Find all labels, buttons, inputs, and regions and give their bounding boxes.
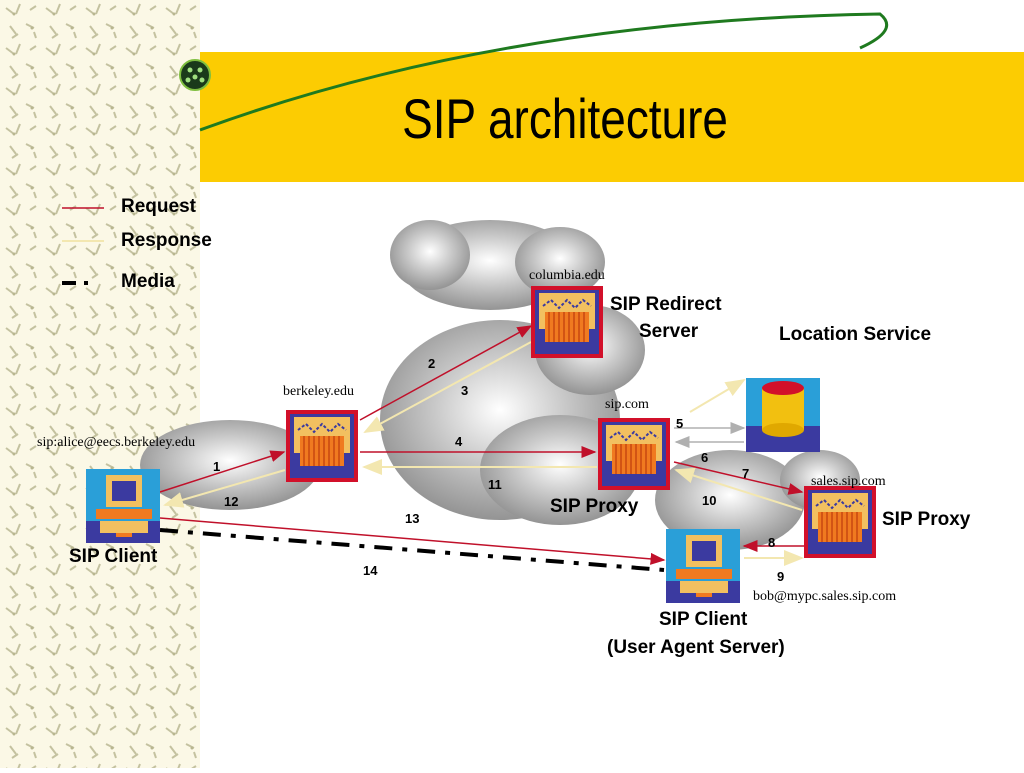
response-12 [163, 469, 286, 508]
decorative-side-pattern [0, 0, 200, 768]
response-3 [363, 341, 532, 433]
sip-proxy-center-label: SIP Proxy [550, 496, 639, 517]
request-7 [673, 461, 804, 495]
redirect-server-label-1: SIP Redirect [610, 294, 722, 315]
step-5: 5 [676, 416, 684, 431]
address-alice: sip:alice@eecs.berkeley.edu [37, 435, 196, 450]
address-bob: bob@mypc.sales.sip.com [753, 589, 897, 604]
page-title: SIP architecture [402, 87, 728, 150]
cloud-berkeley [140, 420, 320, 510]
location-service-label: Location Service [779, 324, 932, 345]
location-database-icon [746, 378, 820, 452]
decorative-swoosh [199, 12, 889, 132]
step-9: 9 [777, 569, 785, 584]
domain-sip-com: sip.com [605, 397, 649, 412]
legend-request-label: Request [121, 196, 196, 217]
step-10: 10 [702, 493, 717, 508]
sip-com-proxy-device [598, 418, 670, 490]
request-13 [159, 517, 666, 565]
berkeley-proxy-device [286, 410, 358, 482]
sip-client-bottom-label-1: SIP Client [659, 609, 748, 630]
sip-proxy-right-label: SIP Proxy [882, 509, 971, 530]
step-14: 14 [363, 563, 378, 578]
step-2: 2 [428, 356, 436, 371]
domain-berkeley: berkeley.edu [283, 384, 354, 399]
sip-client-bottom-label-2: (User Agent Server) [607, 637, 785, 658]
sip-client-left-label: SIP Client [69, 546, 158, 567]
client-bottom-icon [666, 529, 740, 603]
domain-columbia: columbia.edu [529, 268, 605, 283]
step-8: 8 [768, 535, 776, 550]
step-1: 1 [213, 459, 221, 474]
step-6: 6 [701, 450, 709, 465]
title-band [200, 52, 1024, 182]
location-link [689, 378, 746, 413]
pattern-svg [0, 0, 200, 768]
step-3: 3 [461, 383, 469, 398]
step-13: 13 [405, 511, 420, 526]
response-10 [674, 467, 803, 511]
domain-sales: sales.sip.com [811, 474, 886, 489]
media-14 [159, 528, 665, 572]
client-left-icon [86, 469, 160, 543]
step-12: 12 [224, 494, 239, 509]
step-4: 4 [455, 434, 463, 449]
step-7: 7 [742, 466, 750, 481]
step-11: 11 [488, 477, 502, 492]
legend-media-label: Media [121, 271, 175, 292]
redirect-server-device [531, 286, 603, 358]
request-2 [359, 325, 533, 421]
legend-response-label: Response [121, 230, 212, 251]
sales-proxy-device [804, 486, 876, 558]
redirect-server-label-2: Server [639, 321, 699, 342]
cloud-center [380, 305, 645, 525]
request-1 [159, 450, 286, 493]
